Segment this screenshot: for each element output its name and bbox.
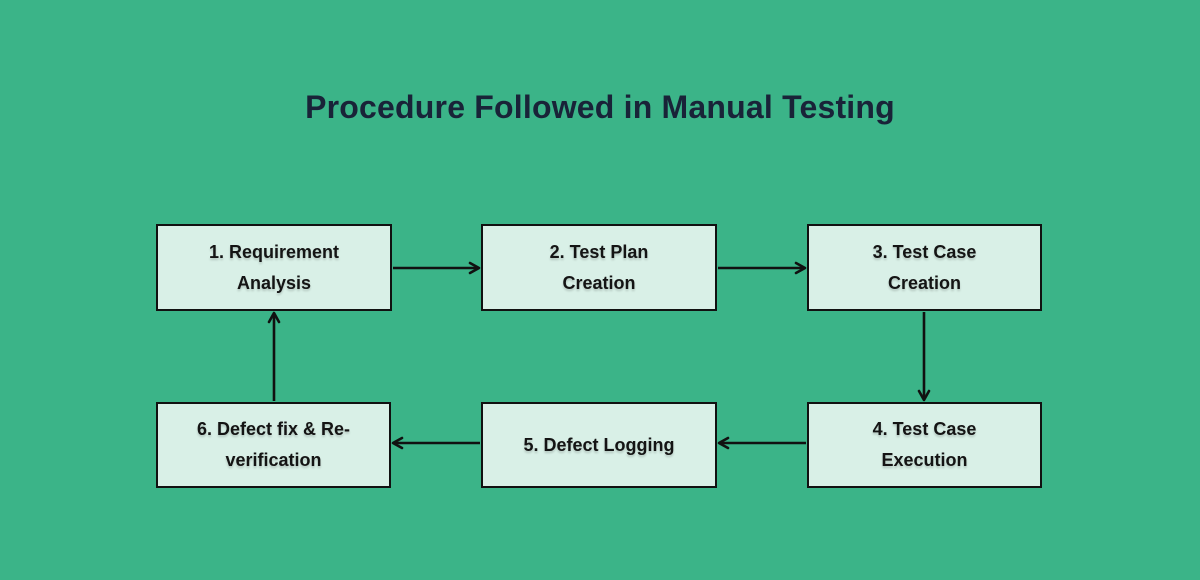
step-label-line: 3. Test Case <box>872 241 977 262</box>
step-box-test-case-creation: 3. Test Case Creation <box>807 224 1042 311</box>
step-label-line: Creation <box>887 272 961 293</box>
step-label-line: verification <box>225 450 322 470</box>
step-label-line: 5. Defect Logging <box>523 434 675 455</box>
step-label-line: Execution <box>881 450 968 470</box>
step-label-line: 6. Defect fix & Re- <box>196 419 351 439</box>
step-label-line: Analysis <box>236 272 312 293</box>
step-label-line: 4. Test Case <box>872 419 977 439</box>
step-label-line: Creation <box>562 272 636 293</box>
step-label-line: 2. Test Plan <box>549 241 649 262</box>
step-box-defect-fix-reverification: 6. Defect fix & Re- verification <box>156 402 391 488</box>
step-box-test-case-execution: 4. Test Case Execution <box>807 402 1042 488</box>
step-label-line: 1. Requirement <box>208 241 340 262</box>
step-box-defect-logging: 5. Defect Logging <box>481 402 717 488</box>
step-box-test-plan-creation: 2. Test Plan Creation <box>481 224 717 311</box>
diagram-title: Procedure Followed in Manual Testing <box>305 89 895 125</box>
step-box-requirement-analysis: 1. Requirement Analysis <box>156 224 392 311</box>
